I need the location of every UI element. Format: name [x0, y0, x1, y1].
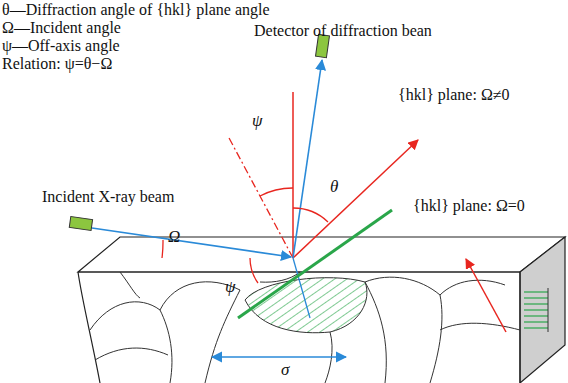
plane-normal-arrow: [293, 140, 418, 258]
annotation-label: {hkl} plane: Ω=0: [413, 197, 525, 215]
angle-symbol: ψ: [225, 278, 236, 296]
grain-boundaries: [90, 272, 520, 383]
beam-bisector: [228, 136, 293, 258]
grain-normal: [293, 258, 310, 318]
annotation-label: ψ—Off-axis angle: [2, 37, 120, 55]
stress-arrow: [212, 356, 346, 358]
incident-beam: [92, 228, 291, 257]
end-grain-hatch: [524, 292, 548, 328]
annotation-label: Ω—Incident angle: [2, 19, 121, 37]
xray-source: [69, 217, 92, 231]
end-face: [520, 237, 565, 383]
diffracted-beam: [293, 60, 322, 258]
angle-symbol: σ: [281, 361, 289, 379]
angle-symbol: θ: [330, 178, 338, 196]
end-grain-boundary: [548, 288, 549, 332]
annotation-label: Relation: ψ=θ−Ω: [2, 55, 112, 73]
plane-normal-arrow: [466, 259, 506, 332]
annotation-label: Incident X-ray beam: [42, 188, 174, 206]
front-face: [78, 272, 520, 383]
angle-symbol: ψ: [252, 112, 263, 130]
annotation-label: Detector of diffraction bean: [254, 22, 432, 40]
angle-symbol: Ω: [168, 228, 180, 246]
angle-arcs: [162, 188, 328, 283]
annotation-label: {hkl} plane: Ω≠0: [398, 86, 510, 104]
surface-normal: [292, 92, 294, 258]
hkl-plane: [238, 210, 392, 318]
annotation-label: θ—Diffraction angle of {hkl} plane angle: [2, 1, 270, 19]
top-face: [78, 237, 565, 272]
